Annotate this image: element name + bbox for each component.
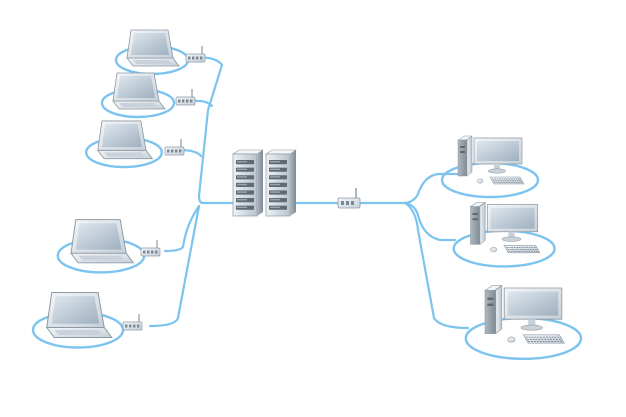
- network-switch-icon: [337, 188, 361, 209]
- trunk-right: [403, 172, 460, 205]
- laptop-icon: [56, 219, 146, 274]
- trunk-left: [197, 63, 234, 205]
- laptop-icon: [31, 292, 125, 349]
- server-tower-icon: [265, 149, 297, 217]
- desktop-group: [440, 135, 583, 361]
- router-group: [122, 46, 206, 331]
- link-laptop-5: [148, 204, 201, 328]
- laptop-icon: [100, 72, 176, 119]
- wireless-router-icon: [175, 89, 196, 106]
- wireless-router-icon: [122, 314, 143, 331]
- wireless-router-icon: [164, 139, 185, 156]
- wireless-router-icon: [140, 240, 161, 257]
- connection-lines: [148, 56, 470, 330]
- desktop-workstation-icon: [464, 284, 583, 361]
- server-rack-pair: [232, 149, 297, 217]
- link-desktop-2: [403, 201, 457, 242]
- server-tower-icon: [232, 149, 264, 217]
- link-laptop-4: [163, 204, 201, 253]
- wireless-router-icon: [185, 46, 206, 63]
- laptop-icon: [85, 120, 163, 169]
- desktop-workstation-icon: [452, 201, 556, 268]
- laptop-icon: [114, 29, 190, 76]
- link-desktop-3: [403, 201, 470, 330]
- desktop-workstation-icon: [440, 135, 540, 199]
- laptop-group: [31, 29, 190, 349]
